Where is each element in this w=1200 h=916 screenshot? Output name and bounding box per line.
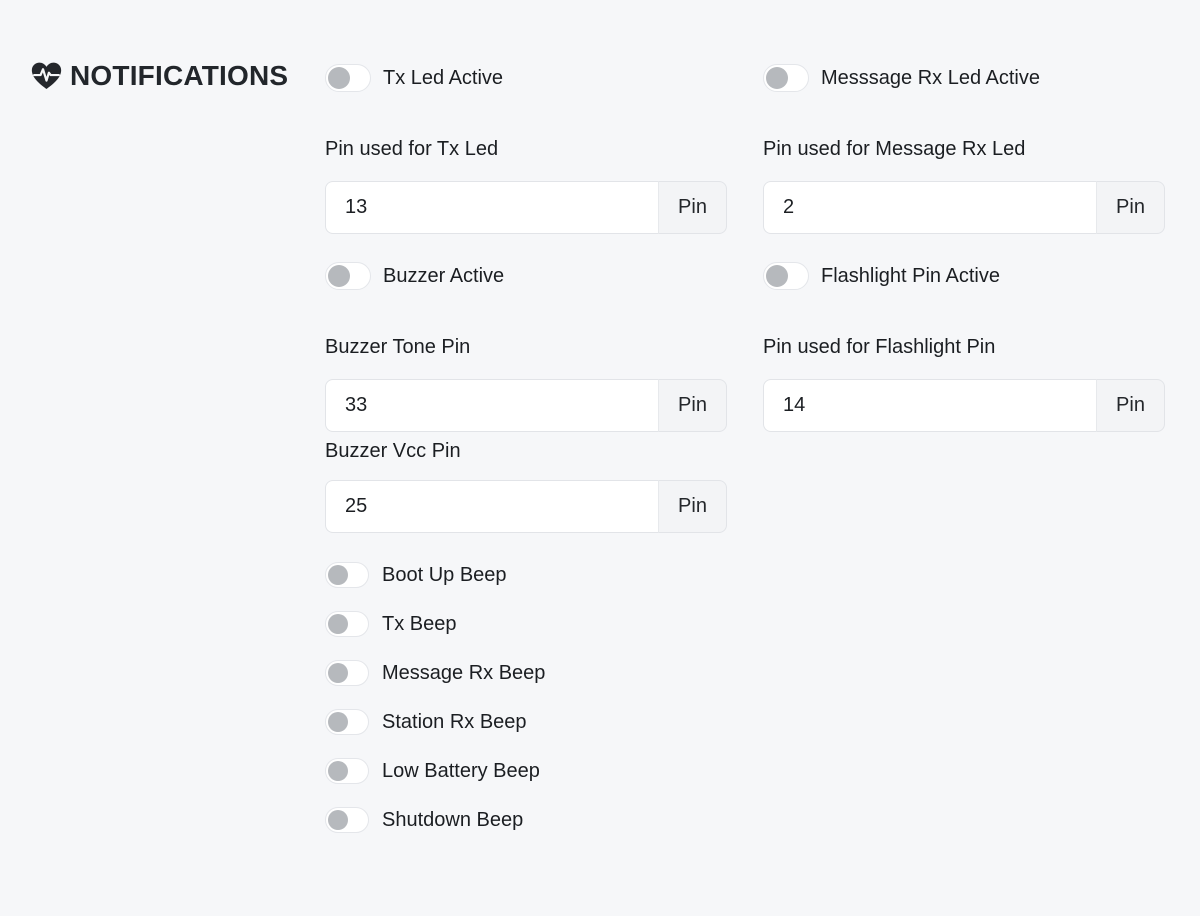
tx-led-pin-input[interactable] [325,181,659,234]
flashlight-pin-active-row: Flashlight Pin Active [763,262,1165,290]
message-rx-beep-toggle[interactable] [325,660,369,686]
flashlight-pin-addon: Pin [1097,379,1165,432]
low-battery-beep-row: Low Battery Beep [325,758,727,784]
buzzer-active-label: Buzzer Active [383,264,505,287]
message-rx-beep-label: Message Rx Beep [382,661,546,684]
shutdown-beep-toggle[interactable] [325,807,369,833]
flashlight-pin-group: Pin [763,379,1165,432]
shutdown-beep-row: Shutdown Beep [325,807,727,833]
buzzer-vcc-pin-group: Pin [325,480,727,533]
section-header: NOTIFICATIONS [30,60,288,92]
tx-led-pin-group: Pin [325,181,727,234]
shutdown-beep-label: Shutdown Beep [382,808,524,831]
message-rx-led-pin-label: Pin used for Message Rx Led [763,138,1026,160]
buzzer-active-toggle[interactable] [325,262,371,290]
tx-led-pin-label: Pin used for Tx Led [325,138,499,160]
buzzer-active-row: Buzzer Active [325,262,727,290]
boot-up-beep-label: Boot Up Beep [382,563,507,586]
toggle-knob [766,67,788,89]
boot-up-beep-toggle[interactable] [325,562,369,588]
message-rx-led-active-label: Messsage Rx Led Active [821,66,1040,89]
buzzer-tone-pin-label: Buzzer Tone Pin [325,336,471,358]
buzzer-vcc-pin-addon: Pin [659,480,727,533]
toggle-knob [328,761,348,781]
tx-beep-row: Tx Beep [325,611,727,637]
low-battery-beep-toggle[interactable] [325,758,369,784]
flashlight-pin-active-toggle[interactable] [763,262,809,290]
section-title: NOTIFICATIONS [70,60,289,91]
left-column: Tx Led Active Pin used for Tx Led Pin Bu… [325,60,727,833]
message-rx-led-pin-addon: Pin [1097,181,1165,234]
station-rx-beep-toggle[interactable] [325,709,369,735]
tx-led-active-label: Tx Led Active [383,66,504,89]
flashlight-pin-input[interactable] [763,379,1097,432]
toggle-knob [328,663,348,683]
buzzer-tone-pin-addon: Pin [659,379,727,432]
low-battery-beep-label: Low Battery Beep [382,759,540,782]
toggle-knob [766,265,788,287]
buzzer-tone-pin-group: Pin [325,379,727,432]
right-column: Messsage Rx Led Active Pin used for Mess… [763,60,1165,432]
buzzer-vcc-pin-label: Buzzer Vcc Pin [325,440,461,462]
message-rx-led-pin-group: Pin [763,181,1165,234]
buzzer-vcc-pin-input[interactable] [325,480,659,533]
flashlight-pin-label: Pin used for Flashlight Pin [763,336,996,358]
tx-beep-label: Tx Beep [382,612,457,635]
message-rx-led-pin-input[interactable] [763,181,1097,234]
tx-led-active-toggle[interactable] [325,64,371,92]
flashlight-pin-active-label: Flashlight Pin Active [821,264,1000,287]
toggle-knob [328,265,350,287]
toggle-knob [328,565,348,585]
toggle-knob [328,712,348,732]
message-rx-led-active-row: Messsage Rx Led Active [763,64,1165,92]
toggle-knob [328,67,350,89]
buzzer-tone-pin-input[interactable] [325,379,659,432]
heart-pulse-icon [31,62,62,90]
station-rx-beep-row: Station Rx Beep [325,709,727,735]
station-rx-beep-label: Station Rx Beep [382,710,527,733]
toggle-knob [328,810,348,830]
tx-led-active-row: Tx Led Active [325,64,727,92]
boot-up-beep-row: Boot Up Beep [325,562,727,588]
tx-beep-toggle[interactable] [325,611,369,637]
tx-led-pin-addon: Pin [659,181,727,234]
toggle-knob [328,614,348,634]
message-rx-led-active-toggle[interactable] [763,64,809,92]
message-rx-beep-row: Message Rx Beep [325,660,727,686]
